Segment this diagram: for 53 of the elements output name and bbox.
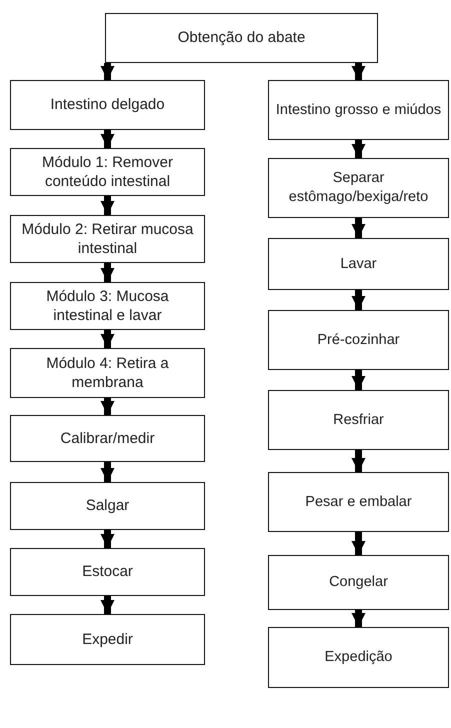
arrow: [352, 610, 366, 627]
process-box: [268, 627, 449, 688]
arrow: [100, 330, 114, 348]
arrow: [352, 218, 366, 238]
arrow: [352, 290, 366, 310]
box-label: Resfriar: [333, 410, 384, 430]
arrow: [100, 63, 114, 80]
box-label: Módulo 2: Retirar mucosa intestinal: [20, 220, 194, 258]
box-label: Módulo 4: Retira a membrana: [45, 354, 170, 392]
arrow: [352, 450, 366, 472]
process-box: [268, 555, 449, 610]
arrow: [100, 530, 114, 548]
process-box: [268, 390, 449, 450]
arrow: [352, 140, 366, 158]
process-box: [10, 148, 205, 196]
box-label: Pesar e embalar: [305, 492, 412, 512]
arrow: [100, 398, 114, 415]
box-label: Calibrar/medir: [60, 428, 155, 448]
process-box: [10, 548, 205, 596]
box-label: Intestino delgado: [50, 95, 165, 115]
arrow: [100, 462, 114, 482]
box-label: Expedição: [324, 648, 392, 667]
arrow: [100, 130, 114, 148]
box-label: Módulo 1: Remover conteúdo intestinal: [41, 152, 174, 192]
process-box: [10, 80, 205, 130]
arrow: [100, 596, 114, 614]
box-label: Intestino grosso e miúdos: [276, 100, 442, 120]
process-box: [10, 614, 205, 665]
box-label: Expedir: [82, 630, 133, 650]
box-label: Salgar: [86, 496, 130, 516]
process-box: [10, 415, 205, 462]
box-label: Estocar: [82, 562, 133, 582]
process-box: [10, 482, 205, 530]
process-box: [268, 158, 449, 218]
process-box: [268, 238, 449, 290]
process-box: [10, 282, 205, 330]
process-box: [105, 13, 378, 63]
arrow: [100, 196, 114, 215]
box-label: Obtenção do abate: [178, 28, 306, 48]
process-box: [268, 80, 449, 140]
box-label: Separar estômago/bexiga/reto: [288, 169, 430, 207]
process-box: [268, 310, 449, 370]
process-box: [268, 472, 449, 532]
arrow: [352, 370, 366, 390]
arrow: [352, 63, 366, 80]
arrow: [352, 532, 366, 555]
box-label: Lavar: [340, 254, 377, 274]
arrow: [100, 263, 114, 282]
box-label: Módulo 3: Mucosa intestinal e lavar: [45, 286, 170, 326]
box-label: Congelar: [329, 573, 388, 592]
process-box: [10, 215, 205, 263]
box-label: Pré-cozinhar: [317, 330, 400, 350]
process-box: [10, 348, 205, 398]
